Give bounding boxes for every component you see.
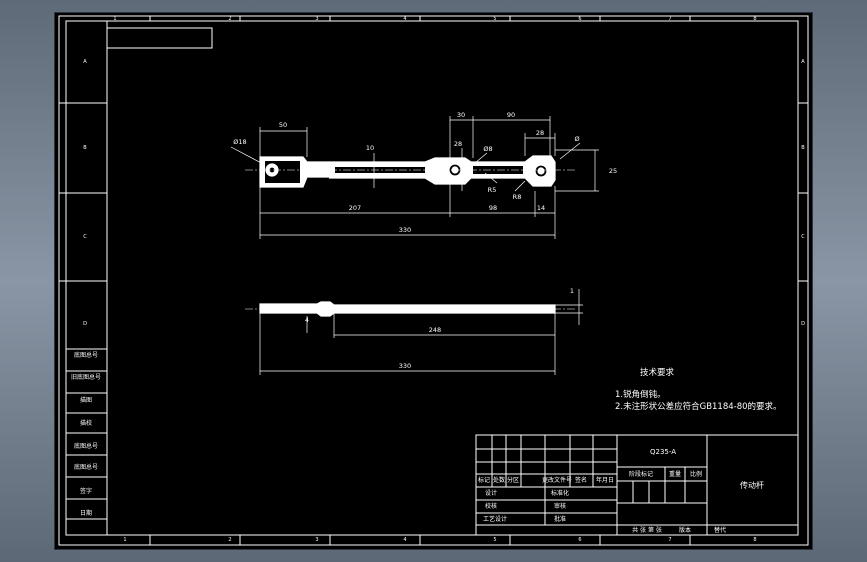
dim-207: 207	[349, 204, 361, 212]
replace-label: 替代	[714, 526, 726, 534]
tech-title: 技术要求	[640, 367, 675, 378]
side-label-2: 旧底图总号	[71, 373, 101, 381]
material-label: Q235-A	[650, 448, 676, 456]
dim-side-1: 1	[570, 287, 574, 295]
drawing-canvas: 1 2 3 4 5 6 7 8 1 2 3 4 5 6 7 8 A B C D …	[58, 15, 809, 546]
header-mark: 标记	[478, 476, 490, 484]
cad-viewport[interactable]: 1 2 3 4 5 6 7 8 1 2 3 4 5 6 7 8 A B C D …	[55, 13, 812, 549]
dim-10: 10	[366, 144, 374, 152]
zone-bottom-7: 7	[668, 537, 671, 543]
dim-90: 90	[507, 111, 515, 119]
role-check: 校核	[485, 502, 497, 510]
zone-bottom-3: 3	[315, 537, 318, 543]
side-label-8: 日期	[80, 509, 92, 517]
zone-top-6: 6	[578, 16, 581, 22]
zone-top-1: 1	[113, 16, 116, 22]
dim-14: 14	[537, 204, 545, 212]
role-design: 设计	[485, 489, 497, 497]
header-zone: 分区	[507, 476, 519, 484]
header-change: 更改文件号	[542, 476, 572, 484]
dim-330: 330	[399, 226, 411, 234]
zone-right-a: A	[801, 59, 805, 65]
dim-20: 28	[454, 140, 462, 148]
side-label-6: 底图总号	[74, 463, 98, 471]
zone-right-b: B	[801, 145, 805, 151]
zone-bottom-8: 8	[753, 537, 756, 543]
zone-left-c: C	[83, 234, 87, 240]
dim-side-4: 4	[305, 316, 309, 324]
zone-top-8: 8	[753, 16, 756, 22]
role-approve: 批准	[554, 515, 566, 523]
role-standard: 标准化	[551, 489, 569, 497]
outer-frame	[58, 15, 809, 546]
header-sign: 签名	[575, 476, 587, 484]
zone-right-d: D	[801, 321, 805, 327]
zone-bottom-4: 4	[403, 537, 406, 543]
dim-r8: R8	[513, 193, 522, 201]
tech-line-2: 2.未注形状公差应符合GB1184-80的要求。	[615, 401, 782, 412]
role-process: 工艺设计	[483, 515, 507, 523]
zone-top-7: 7	[668, 16, 671, 22]
dim-side-330: 330	[399, 362, 411, 370]
dim-dia18: Ø18	[233, 138, 246, 146]
side-label-4: 描校	[80, 419, 92, 427]
dim-25: 25	[609, 167, 617, 175]
dim-50: 50	[279, 121, 287, 129]
side-table	[66, 21, 108, 535]
zone-top-3: 3	[315, 16, 318, 22]
zone-bottom-6: 6	[578, 537, 581, 543]
dim-248: 248	[429, 326, 441, 334]
zone-top-5: 5	[493, 16, 496, 22]
side-label-7: 签字	[80, 487, 92, 495]
dim-98: 98	[489, 204, 497, 212]
side-label-5: 底图总号	[74, 442, 98, 450]
top-left-box	[106, 27, 213, 49]
dim-phi: Ø	[574, 135, 579, 143]
zone-bottom-2: 2	[228, 537, 231, 543]
sheet-label: 共 张 第 张	[632, 526, 662, 534]
zone-right-c: C	[801, 234, 805, 240]
inner-frame	[65, 20, 799, 536]
zone-bottom-1: 1	[123, 537, 126, 543]
header-count: 处数	[493, 476, 505, 484]
dims-bottom-lines	[259, 289, 583, 375]
dim-30: 30	[457, 111, 465, 119]
zone-top-4: 4	[403, 16, 406, 22]
side-label-3: 描图	[80, 396, 92, 404]
part-name-label: 传动杆	[740, 480, 764, 490]
zone-ticks	[59, 16, 808, 545]
tech-line-1: 1.锐角倒钝。	[615, 389, 666, 400]
part-side-view	[245, 301, 575, 317]
side-label-1: 底图总号	[74, 351, 98, 359]
weight-label: 重量	[669, 470, 681, 478]
title-block-grid	[475, 434, 799, 536]
role-review: 审核	[554, 502, 566, 510]
dim-dia8: Ø8	[483, 145, 492, 153]
dim-r5: R5	[488, 186, 497, 194]
part-top-view	[245, 155, 575, 188]
zone-bottom-5: 5	[493, 537, 496, 543]
zone-left-d: D	[83, 321, 87, 327]
zone-left-a: A	[83, 59, 87, 65]
dim-28: 28	[536, 129, 544, 137]
header-date: 年月日	[596, 476, 614, 484]
dims-top-lines	[230, 116, 599, 239]
zone-top-2: 2	[228, 16, 231, 22]
stage-label: 阶段标记	[629, 470, 653, 478]
zone-left-b: B	[83, 145, 87, 151]
scale-label: 比例	[690, 470, 702, 478]
version-label: 版本	[679, 526, 691, 534]
